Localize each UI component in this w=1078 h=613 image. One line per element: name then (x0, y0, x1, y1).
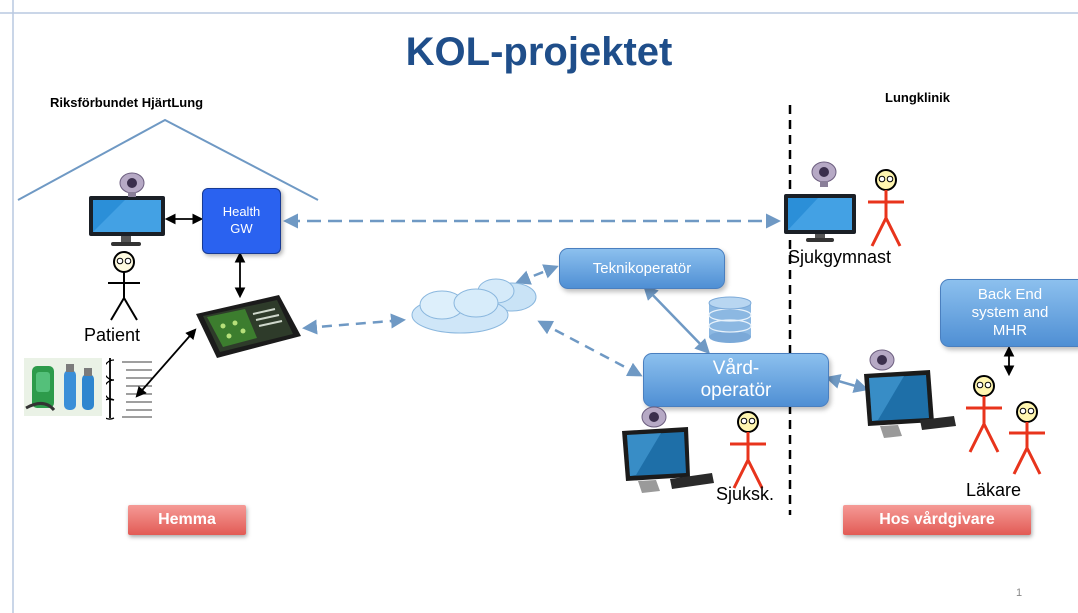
right-header: Lungklinik (885, 90, 950, 105)
left-header: Riksförbundet HjärtLung (50, 95, 204, 110)
home-computer-icon (89, 172, 165, 246)
oxygen-equipment-icon (24, 358, 102, 416)
link-cloud-tekniko (515, 264, 559, 285)
health-gw-box: Health GW (202, 188, 281, 254)
house-roof (17, 118, 319, 201)
database-icon (708, 296, 752, 343)
sjukgymnast-figure-icon (868, 169, 904, 247)
backend-line1: Back End (977, 286, 1043, 303)
backend-box: Back End system and MHR (940, 279, 1078, 347)
cloud-icon (411, 278, 537, 334)
patient-figure-icon (108, 251, 140, 321)
page-number: 1 (1016, 587, 1023, 599)
vardoperator-box: Vård- operatör (643, 353, 829, 407)
sjukgymnast-computer-icon (784, 161, 856, 242)
lakare-figure-2-icon (1009, 401, 1045, 475)
link-tablet-equipment (135, 328, 197, 398)
lakare-label: Läkare (966, 480, 1022, 500)
sjuksk-label: Sjuksk. (716, 484, 775, 504)
health-gw-line2: GW (230, 221, 253, 236)
sensors-icon (106, 358, 152, 420)
slide-title: KOL-projektet (405, 30, 673, 74)
hemma-button: Hemma (128, 505, 246, 535)
vardoperator-line1: Vård- (712, 358, 760, 379)
backend-line2: system and (971, 304, 1049, 321)
lakare-figure-1-icon (966, 375, 1002, 453)
link-cloud-vardop (537, 320, 643, 377)
hos-vardgivare-button: Hos vårdgivare (843, 505, 1031, 535)
tablet-icon (196, 295, 301, 358)
vardoperator-line2: operatör (700, 380, 772, 401)
lakare-computer-icon (864, 349, 956, 438)
teknikoperator-box: Teknikoperatör (559, 248, 725, 289)
backend-line3: MHR (992, 322, 1028, 339)
link-tekniko-vardop (642, 284, 711, 355)
patient-label: Patient (84, 325, 141, 345)
link-vardop-lakare (825, 374, 869, 393)
health-gw-line1: Health (222, 204, 261, 219)
sjuksk-figure-icon (730, 411, 766, 489)
sjukgymnast-label: Sjukgymnast (788, 247, 892, 267)
sjuksk-computer-icon (622, 406, 714, 493)
link-tablet-cloud (302, 313, 406, 335)
